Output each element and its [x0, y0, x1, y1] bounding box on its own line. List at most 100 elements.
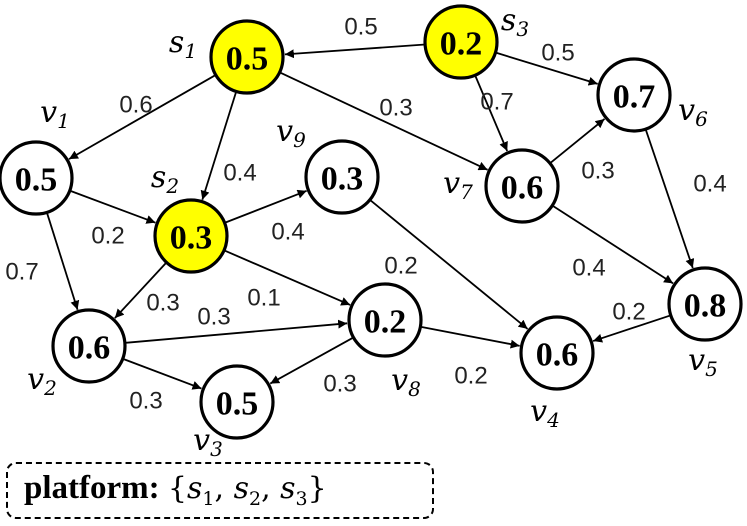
node-label-letter-s1: s [169, 25, 184, 60]
edge-s3-v6 [495, 51, 598, 86]
edge-s2-v9 [224, 189, 307, 224]
node-label-sub-v5: 5 [705, 357, 718, 381]
node-value-v6: 0.7 [613, 79, 656, 116]
node-s3: 0.2 [423, 4, 499, 80]
node-value-s3: 0.2 [440, 26, 483, 63]
node-label-v1: v1 [40, 95, 70, 134]
edge-v8-v4 [420, 325, 520, 349]
node-label-v7: v7 [443, 166, 473, 205]
edge-weight-v2-v8: 0.3 [197, 304, 230, 331]
node-value-s1: 0.5 [226, 41, 269, 78]
node-circle-v9 [304, 139, 380, 215]
node-label-letter-s2: s [151, 160, 166, 195]
node-v9: 0.3 [304, 139, 380, 215]
edge-weight-s1-v1: 0.6 [119, 92, 152, 119]
edge-v1-s2 [69, 189, 156, 224]
node-circle-v2 [51, 308, 127, 384]
node-label-letter-v2: v [27, 362, 44, 397]
node-circle-s3 [423, 4, 499, 80]
node-value-v2: 0.6 [68, 330, 111, 367]
node-s1: 0.5 [209, 19, 285, 95]
platform-item-s3-sub: 3 [295, 488, 308, 510]
platform-set: {s1, s2, s3} [168, 471, 327, 510]
node-s2: 0.3 [153, 198, 229, 274]
node-circle-s1 [209, 19, 285, 95]
edge-weight-s2-v2: 0.3 [146, 290, 179, 317]
edge-s2-v8 [223, 249, 351, 306]
platform-item-s1-label: s [186, 471, 203, 506]
node-v7: 0.6 [484, 148, 560, 224]
node-label-letter-v1: v [40, 95, 57, 130]
node-label-sub-v3: 3 [210, 437, 223, 461]
node-label-sub-v7: 7 [460, 180, 473, 204]
edge-v6-v5 [644, 128, 695, 269]
edge-weight-v8-v4: 0.2 [454, 363, 487, 390]
node-v3: 0.5 [199, 364, 275, 440]
edge-weight-v1-s2: 0.2 [91, 223, 124, 250]
edge-v9-v4 [369, 199, 529, 330]
node-label-s3: s3 [501, 3, 529, 42]
edge-weight-v7-v5: 0.4 [572, 255, 605, 282]
edge-weight-s2-v9: 0.4 [271, 219, 304, 246]
node-label-v2: v2 [27, 362, 57, 401]
edge-weight-s2-v8: 0.1 [247, 285, 280, 312]
node-label-letter-v3: v [193, 423, 210, 458]
node-label-letter-v4: v [530, 394, 547, 429]
node-label-sub-v8: 8 [408, 377, 421, 401]
edge-weight-v1-v2: 0.7 [5, 259, 38, 286]
node-value-v4: 0.6 [536, 337, 579, 374]
edge-weight-s3-v6: 0.5 [541, 40, 574, 67]
node-label-letter-v6: v [678, 93, 695, 128]
node-label-sub-v1: 1 [57, 109, 70, 133]
node-label-v5: v5 [688, 343, 718, 382]
node-circle-v5 [667, 266, 743, 342]
platform-item-s2-sub: 2 [248, 488, 262, 510]
node-v4: 0.6 [519, 315, 595, 391]
platform-separator: , [214, 471, 234, 506]
node-circle-v4 [519, 315, 595, 391]
node-value-v8: 0.2 [364, 304, 407, 341]
edges-layer [45, 43, 695, 390]
node-label-s2: s2 [151, 160, 179, 199]
node-value-v7: 0.6 [501, 170, 544, 207]
node-label-letter-v5: v [688, 343, 705, 378]
node-v8: 0.2 [347, 282, 423, 358]
node-label-v4: v4 [530, 394, 560, 433]
node-value-v5: 0.8 [684, 288, 727, 325]
node-label-sub-s3: 3 [516, 17, 529, 41]
node-circle-v7 [484, 148, 560, 224]
node-v1: 0.5 [0, 140, 74, 216]
node-circle-v1 [0, 140, 74, 216]
node-label-letter-v8: v [391, 363, 408, 398]
node-label-letter-v9: v [276, 114, 293, 149]
node-label-v8: v8 [391, 363, 421, 402]
edge-v8-v3 [269, 336, 354, 385]
edge-s1-v1 [68, 74, 217, 160]
node-circle-v6 [596, 57, 672, 133]
platform-item-s1-sub: 1 [202, 488, 215, 510]
edge-weight-v6-v5: 0.4 [693, 171, 726, 198]
edge-s1-s2 [200, 91, 238, 201]
edge-v7-v6 [549, 118, 606, 164]
node-label-sub-v4: 4 [546, 408, 560, 432]
node-label-sub-s1: 1 [184, 39, 197, 63]
edge-v2-v3 [122, 357, 202, 390]
node-label-sub-s2: 2 [165, 174, 179, 198]
edge-v1-v2 [45, 212, 80, 311]
edge-s1-v7 [279, 71, 488, 171]
edge-s3-v7 [474, 74, 509, 152]
platform-item-s2-label: s [233, 471, 249, 506]
platform-close-brace: } [307, 471, 327, 506]
node-v6: 0.7 [596, 57, 672, 133]
edge-weight-s3-s1: 0.5 [344, 14, 377, 41]
node-circle-v8 [347, 282, 423, 358]
node-v2: 0.6 [51, 308, 127, 384]
edge-weight-s3-v7: 0.7 [480, 89, 513, 116]
node-circle-v3 [199, 364, 275, 440]
node-value-v1: 0.5 [15, 162, 58, 199]
node-label-sub-v9: 9 [293, 128, 306, 152]
node-label-sub-v6: 6 [695, 107, 708, 131]
